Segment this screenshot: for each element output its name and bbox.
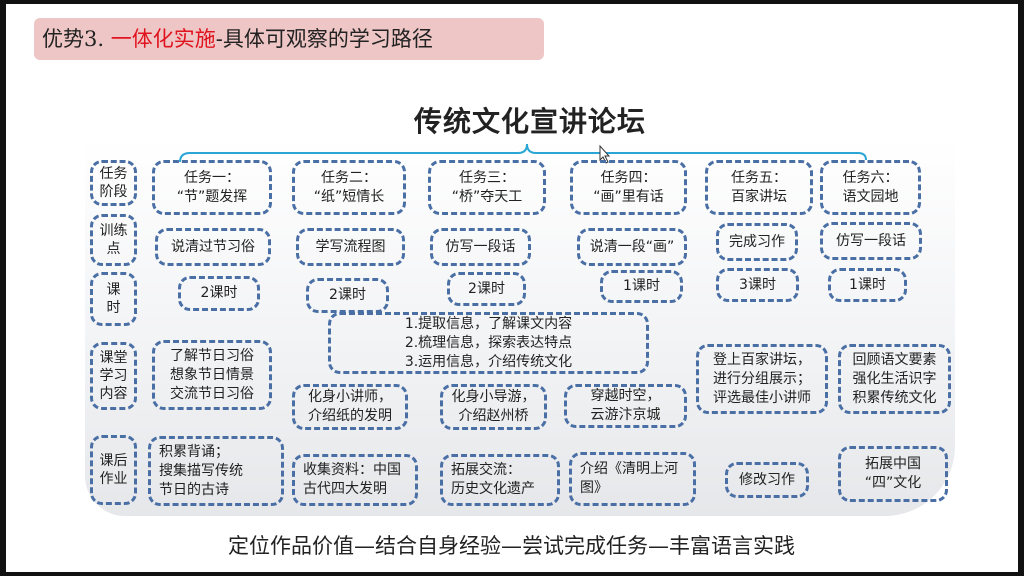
homework-box: 拓展中国 “四”文化	[838, 446, 948, 502]
training-box: 说清一段“画”	[577, 228, 687, 266]
banner-highlight: 一体化实施	[110, 27, 216, 51]
training-box: 仿写一段话	[820, 222, 922, 260]
class-box: 登上百家讲坛， 进行分组展示； 评选最佳小讲师	[696, 344, 828, 414]
training-box: 学写流程图	[296, 228, 405, 266]
task-box: 任务五： 百家讲坛	[705, 160, 813, 215]
hours-box: 1课时	[828, 268, 907, 302]
row-label-class: 课堂 学习 内容	[90, 342, 137, 410]
task-box: 任务四： “画”里有话	[570, 160, 687, 215]
class-shared-box: 1.提取信息，了解课文内容 2.梳理信息，探索表达特点 3.运用信息，介绍传统文…	[328, 312, 649, 374]
homework-box: 积累背诵； 搜集描写传统 节日的古诗	[148, 436, 284, 506]
hours-box: 2课时	[306, 278, 389, 313]
training-box: 说清过节习俗	[155, 228, 271, 266]
row-label-task-stage: 任务 阶段	[90, 160, 137, 206]
row-label-homework: 课后 作业	[90, 435, 137, 505]
homework-box: 介绍《清明上河 图》	[569, 452, 696, 506]
hours-box: 3课时	[716, 268, 799, 302]
task-box: 任务二： “纸”短情长	[292, 160, 406, 215]
training-box: 完成习作	[716, 223, 798, 261]
homework-box: 收集资料：中国 古代四大发明	[292, 454, 418, 506]
class-box: 穿越时空， 云游汴京城	[564, 384, 687, 428]
homework-box: 拓展交流： 历史文化遗产	[440, 454, 560, 506]
footer-caption: 定位作品价值—结合自身经验—尝试完成任务—丰富语言实践	[228, 534, 795, 558]
hours-box: 1课时	[600, 270, 683, 303]
slide-banner: 优势3. 一体化实施-具体可观察的学习路径	[34, 18, 544, 60]
task-box: 任务一： “节”题发挥	[152, 160, 272, 215]
diagram-title: 传统文化宣讲论坛	[413, 105, 646, 138]
class-box: 回顾语文要素 强化生活识字 积累传统文化	[838, 344, 951, 414]
class-box: 了解节日习俗 想象节日情景 交流节日习俗	[152, 340, 272, 410]
task-box: 任务三： “桥”夺天工	[428, 160, 546, 215]
task-box: 任务六： 语文园地	[820, 160, 921, 215]
training-box: 仿写一段话	[430, 228, 531, 266]
hours-box: 2课时	[447, 272, 526, 306]
class-box: 化身小讲师， 介绍纸的发明	[292, 384, 408, 430]
homework-box: 修改习作	[725, 462, 809, 498]
class-box: 化身小导游， 介绍赵州桥	[440, 384, 547, 430]
banner-prefix: 优势3.	[42, 27, 111, 51]
row-label-training: 训练 点	[90, 214, 137, 266]
hours-box: 2课时	[178, 276, 260, 311]
row-label-hours: 课 时	[90, 272, 137, 326]
banner-suffix: -具体可观察的学习路径	[215, 27, 433, 51]
